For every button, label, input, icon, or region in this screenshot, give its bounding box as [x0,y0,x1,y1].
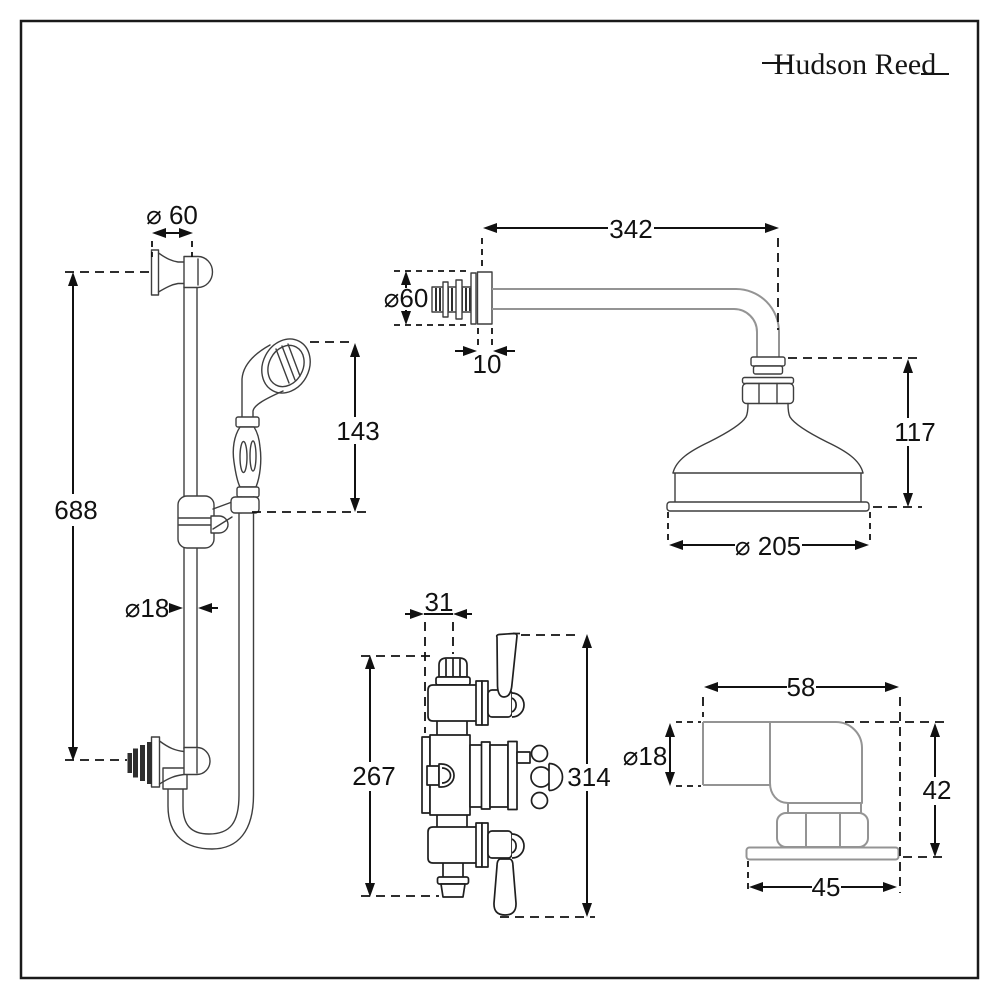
svg-text:10: 10 [473,349,502,379]
dim-valve-overall-height: 314 [500,634,611,918]
svg-text:143: 143 [336,416,379,446]
shower-arm [492,288,780,357]
dim-flange-depth: 10 [455,328,515,379]
arm-wall-fixing [431,271,493,325]
elbow-base-plate [745,846,900,861]
svg-text:⌀ 60: ⌀ 60 [146,200,198,230]
dim-elbow-base-width: 45 [747,861,897,902]
svg-text:42: 42 [923,775,952,805]
elbow-nut [776,812,869,848]
thermostatic-valve-drawing: 31 267 314 [352,587,611,918]
dim-valve-top-width: 31 [405,587,472,733]
svg-text:688: 688 [54,495,97,525]
svg-text:⌀18: ⌀18 [125,593,170,623]
crosshead-handle [516,744,564,810]
shower-head [666,402,870,512]
svg-text:267: 267 [352,761,395,791]
dim-flange-diameter: ⌀60 [384,270,466,326]
dim-rail-diameter: ⌀18 [125,593,218,623]
svg-text:342: 342 [609,214,652,244]
valve-bottom-outlet [436,863,470,898]
top-wall-bracket [150,249,214,296]
svg-text:⌀60: ⌀60 [384,283,429,313]
valve-lower-port [427,815,525,916]
bottom-wall-bracket [127,736,211,790]
dim-elbow-pipe-diameter: ⌀18 [623,721,701,787]
page-border [19,19,980,980]
handset-face [261,338,311,394]
valve-upper-port [427,632,525,736]
svg-text:314: 314 [567,762,610,792]
brand-logo: Hudson Reed [762,48,949,81]
valve-main-body [421,734,518,816]
slide-rail-drawing: ⌀ 60 688 143 ⌀18 [54,200,380,850]
svg-text:31: 31 [425,587,454,617]
svg-text:⌀18: ⌀18 [623,741,668,771]
head-rim [666,501,870,512]
dim-elbow-height: 42 [845,721,954,858]
head-connector [741,356,795,405]
wall-outlet-elbow-drawing: 58 ⌀18 42 45 [623,672,954,902]
svg-text:117: 117 [894,417,935,447]
dim-elbow-width: 58 [702,672,901,893]
handset [232,338,311,514]
dim-valve-body-height: 267 [352,655,439,897]
elbow-pipe [702,721,770,786]
upper-lever-handle [495,632,518,698]
brand-name: Hudson Reed [774,48,936,81]
svg-text:58: 58 [787,672,816,702]
elbow-body [769,721,863,804]
svg-text:⌀ 205: ⌀ 205 [735,531,801,561]
lower-lever-handle [493,858,517,916]
overhead-shower-drawing: 342 ⌀60 10 117 [384,214,936,561]
dim-bracket-diameter: ⌀ 60 [146,200,198,257]
svg-text:45: 45 [812,872,841,902]
shower-hose [167,512,255,850]
dim-head-height: 117 [788,357,936,508]
valve-front-outlet [438,763,455,788]
dim-head-diameter: ⌀ 205 [667,512,871,561]
handset-cradle [230,496,260,514]
arm-wall-plate [476,271,493,325]
slider-clamp [177,495,260,549]
dim-handset-height: 143 [252,341,380,513]
dim-rail-length: 688 [54,271,150,761]
dim-arm-length: 342 [481,214,779,330]
